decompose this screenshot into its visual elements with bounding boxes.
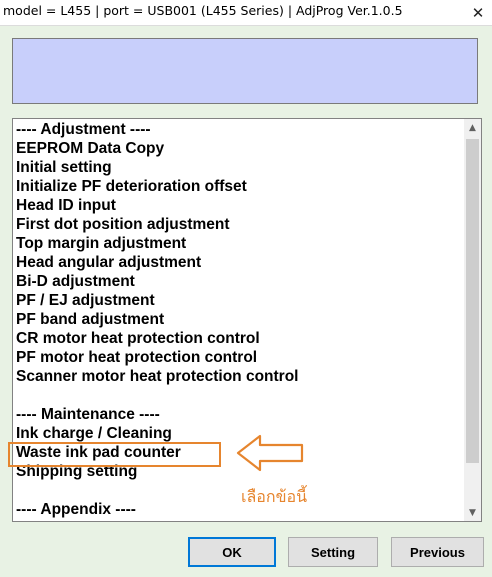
adjustment-listbox[interactable]: ---- Adjustment ---- EEPROM Data Copy In…: [12, 118, 482, 522]
list-item[interactable]: Initial setting: [16, 159, 112, 176]
list-item[interactable]: PF / EJ adjustment: [16, 292, 155, 309]
list-item[interactable]: Ink charge / Cleaning: [16, 425, 172, 442]
list-item[interactable]: ---- Appendix ----: [16, 501, 136, 518]
function-list: ---- Adjustment ---- EEPROM Data Copy In…: [15, 120, 463, 519]
list-item[interactable]: EEPROM Data Copy: [16, 140, 165, 157]
list-item[interactable]: First dot position adjustment: [16, 216, 230, 233]
chevron-down-icon[interactable]: ▼: [469, 507, 476, 518]
window-title: model = L455 | port = USB001 (L455 Serie…: [3, 3, 403, 18]
left-arrow-outline-icon: [236, 434, 304, 472]
list-item-blank[interactable]: [15, 481, 463, 500]
list-item[interactable]: Head angular adjustment: [16, 254, 202, 271]
highlight-annotation-box: [8, 442, 221, 467]
list-item[interactable]: Head ID input: [16, 197, 116, 214]
close-icon[interactable]: ✕: [471, 4, 485, 22]
list-item[interactable]: Shipping setting: [16, 463, 138, 480]
title-bar: model = L455 | port = USB001 (L455 Serie…: [0, 0, 492, 26]
ok-button[interactable]: OK: [188, 537, 276, 567]
list-item[interactable]: CR motor heat protection control: [16, 330, 260, 347]
list-item[interactable]: Initialize PF deterioration offset: [16, 178, 247, 195]
annotation-text: เลือกข้อนี้: [241, 487, 308, 506]
list-item-waste-ink-pad-counter[interactable]: Waste ink pad counter: [16, 444, 181, 461]
list-item[interactable]: ---- Adjustment ----: [16, 121, 151, 138]
scrollbar-thumb[interactable]: [466, 139, 479, 463]
status-display-panel: [12, 38, 478, 104]
chevron-up-icon[interactable]: ▲: [469, 122, 476, 133]
previous-button[interactable]: Previous: [391, 537, 484, 567]
list-item[interactable]: PF motor heat protection control: [16, 349, 258, 366]
list-item-blank[interactable]: [15, 386, 463, 405]
list-item[interactable]: Top margin adjustment: [16, 235, 187, 252]
vertical-scrollbar[interactable]: ▲ ▼: [464, 119, 481, 521]
list-item[interactable]: Scanner motor heat protection control: [16, 368, 299, 385]
list-item[interactable]: ---- Maintenance ----: [16, 406, 160, 423]
list-item[interactable]: Bi-D adjustment: [16, 273, 135, 290]
list-item[interactable]: PF band adjustment: [16, 311, 165, 328]
setting-button[interactable]: Setting: [288, 537, 378, 567]
